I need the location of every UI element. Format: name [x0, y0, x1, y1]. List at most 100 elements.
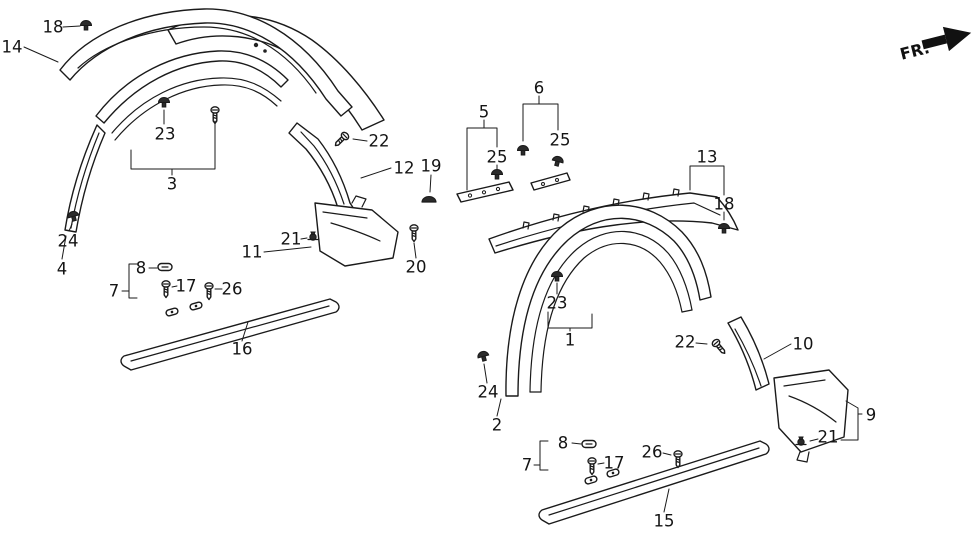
screw-hole: [481, 190, 487, 195]
clip-tab: [582, 205, 590, 214]
clip-tab: [552, 213, 560, 222]
screw-hole: [467, 193, 473, 198]
weatherstrip-line: [111, 77, 282, 134]
clip-tab: [612, 198, 620, 207]
callout-10: 10: [793, 335, 814, 354]
part-6-shape: [530, 172, 571, 191]
callout-7: 7: [109, 282, 120, 301]
leader-lines: [23, 25, 863, 513]
grommet-icon: [307, 231, 319, 241]
screw-hole: [555, 178, 559, 182]
fr-direction-indicator: FR.: [898, 26, 972, 64]
screw-icon: [204, 282, 214, 301]
screw-hole: [541, 182, 545, 186]
callout-22: 22: [369, 132, 390, 151]
direction-arrow-icon: [942, 26, 972, 52]
part-9-detail-line: [796, 451, 810, 463]
direction-arrow-icon: [921, 34, 948, 50]
part-11-detail-line: [351, 195, 367, 208]
part-12-detail-line: [300, 131, 345, 205]
callout-17: 17: [604, 454, 625, 473]
part-5-shape: [456, 181, 514, 203]
callout-3: 3: [167, 175, 178, 194]
spring-nut-clip-icon: [583, 474, 599, 486]
screw-hole: [495, 186, 501, 192]
clip-hole-dot: [253, 42, 259, 48]
part-11-detail-line: [322, 211, 368, 219]
push-clip-icon: [491, 169, 503, 180]
hardware-icons: [66, 20, 807, 476]
callout-25: 25: [550, 131, 571, 150]
left-assembly-artwork: [59, 8, 399, 371]
callout-9: 9: [866, 406, 877, 425]
clip-tab: [672, 188, 680, 197]
middle-retainers-artwork: [456, 172, 571, 203]
callout-8: 8: [136, 259, 147, 278]
callout-18: 18: [43, 18, 64, 37]
right-assembly-artwork: [488, 188, 849, 525]
callout-14: 14: [2, 38, 23, 57]
callout-2: 2: [492, 416, 503, 435]
callout-23: 23: [547, 294, 568, 313]
callout-19: 19: [421, 157, 442, 176]
spring-nut-clip-icon: [581, 439, 597, 449]
callout-26: 26: [642, 443, 663, 462]
grommet-icon: [421, 195, 437, 203]
spring-nut-clip-icon: [164, 306, 180, 318]
callout-21: 21: [281, 230, 302, 249]
part-9-detail-line: [788, 395, 837, 423]
screw-icon: [587, 457, 597, 476]
callout-25: 25: [487, 148, 508, 167]
callout-26: 26: [222, 280, 243, 299]
callout-18: 18: [714, 195, 735, 214]
clip-hole-dot: [263, 49, 267, 53]
push-clip-icon: [476, 349, 491, 363]
part-15-detail-line: [548, 447, 760, 516]
callout-23: 23: [155, 125, 176, 144]
push-clip-icon: [158, 97, 170, 108]
push-clip-icon: [80, 20, 92, 31]
callout-16: 16: [232, 340, 253, 359]
part-16-detail-line: [130, 305, 330, 362]
part-1-line: [529, 230, 693, 393]
screw-icon: [409, 224, 419, 243]
callout-13: 13: [697, 148, 718, 167]
part-3-shape: [95, 50, 289, 124]
part-16-shape: [120, 298, 340, 371]
clip-tab: [642, 192, 650, 201]
weatherstrip-line: [114, 84, 278, 141]
callout-24: 24: [58, 232, 79, 251]
clip-tab: [522, 221, 530, 230]
callout-20: 20: [406, 258, 427, 277]
callout-7: 7: [522, 456, 533, 475]
spring-nut-clip-icon: [188, 300, 204, 312]
callout-24: 24: [478, 383, 499, 402]
push-clip-icon: [718, 223, 730, 234]
part-14-detail-line: [77, 26, 317, 94]
callout-1: 1: [565, 331, 576, 350]
part-14-shape: [59, 8, 353, 117]
callout-5: 5: [479, 103, 490, 122]
callout-22: 22: [675, 333, 696, 352]
callout-17: 17: [176, 277, 197, 296]
part-4-shape: [64, 124, 106, 233]
part-10-detail-line: [734, 328, 762, 387]
spring-nut-clip-icon: [157, 262, 173, 272]
callout-12: 12: [394, 159, 415, 178]
push-clip-icon: [517, 145, 529, 156]
part-1-endcap: [681, 309, 693, 313]
part-11-detail-line: [330, 222, 381, 242]
push-clip-icon: [550, 154, 565, 168]
callout-4: 4: [57, 260, 68, 279]
screw-icon: [161, 280, 171, 299]
part-2-shape: [505, 204, 712, 397]
screw-icon: [673, 450, 683, 469]
callout-8: 8: [558, 434, 569, 453]
screw-icon: [331, 130, 351, 150]
callout-6: 6: [534, 79, 545, 98]
part-9-shape: [773, 369, 849, 453]
part-9-detail-line: [783, 379, 826, 387]
